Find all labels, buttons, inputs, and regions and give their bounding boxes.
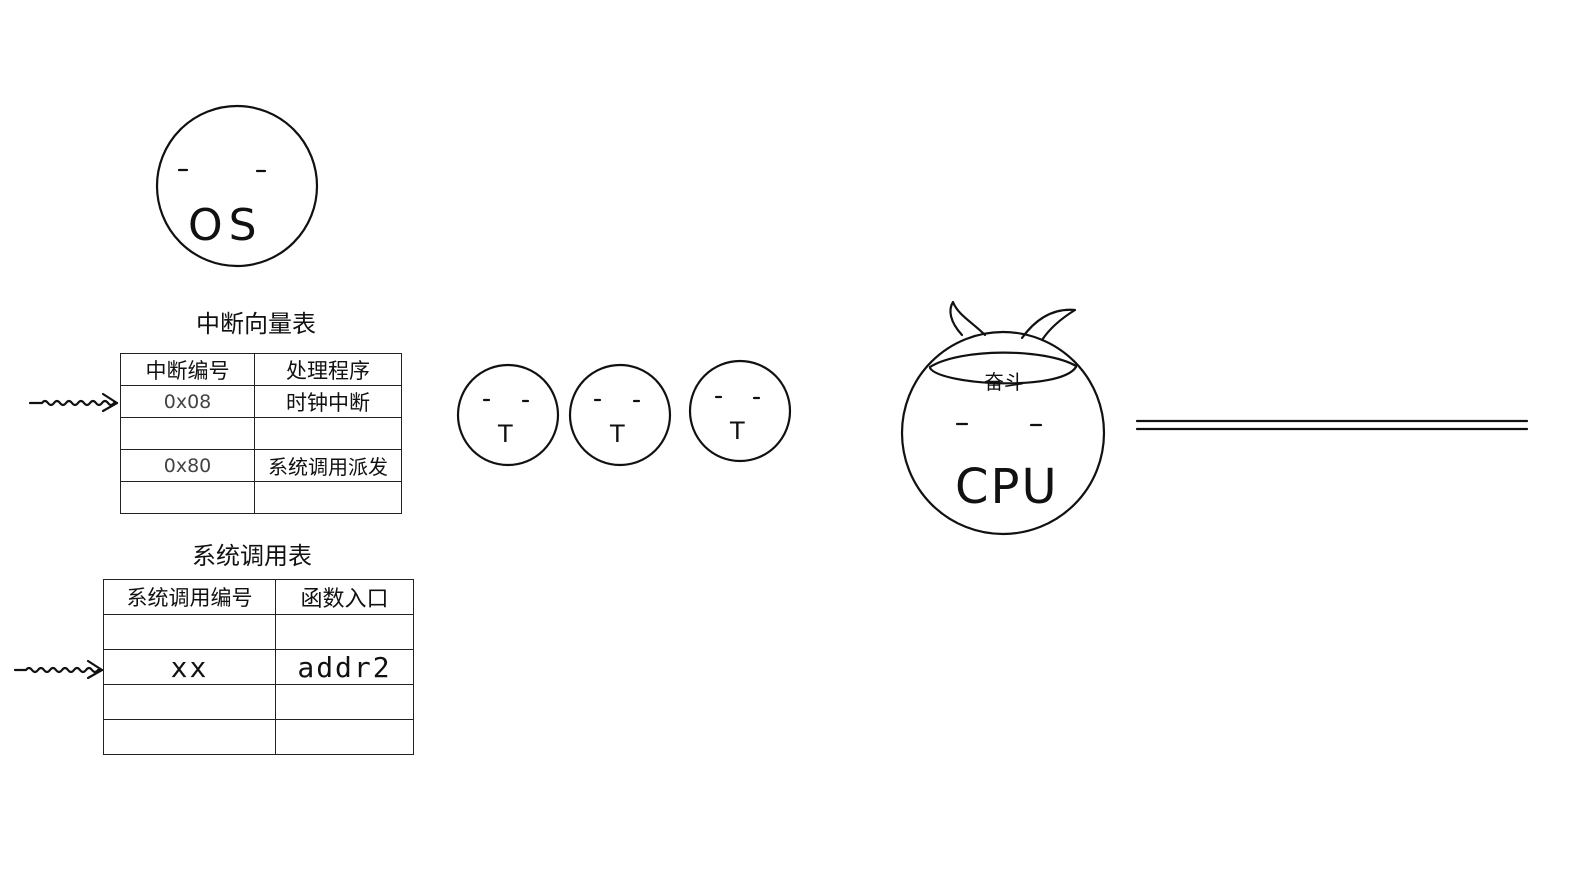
thread-label-1: T [498, 420, 513, 448]
table-header-row: 系统调用编号 函数入口 [103, 579, 414, 615]
table-header-row: 中断编号 处理程序 [120, 353, 402, 386]
function-entry-cell [275, 684, 414, 720]
headband-bottom [928, 365, 1078, 385]
thread-label-3: T [730, 417, 745, 445]
table-row [103, 684, 414, 720]
interrupt-number-cell [120, 417, 255, 450]
left-horn [949, 300, 987, 337]
syscall-number-cell: xx [103, 649, 276, 685]
handler-cell [254, 417, 402, 450]
syscall-number-cell [103, 614, 276, 650]
thread-label-2: T [610, 420, 625, 448]
cpu-face [900, 300, 1106, 536]
syscall-number-cell [103, 719, 276, 755]
table-row [120, 481, 402, 514]
interrupt-number-cell: 0x08 [120, 385, 255, 418]
interrupt-vector-table: 中断编号 处理程序 0x08 时钟中断 0x80 系统调用派发 [120, 353, 402, 514]
function-entry-cell [275, 614, 414, 650]
syscall-pointer-arrow [13, 659, 104, 680]
interrupt-vector-table-title: 中断向量表 [196, 310, 316, 338]
column-header: 系统调用编号 [103, 579, 276, 615]
os-face [155, 104, 319, 268]
handler-cell: 系统调用派发 [254, 449, 402, 482]
thread-face-3 [688, 359, 792, 463]
column-header: 中断编号 [120, 353, 255, 386]
table-row [103, 719, 414, 755]
column-header: 函数入口 [275, 579, 414, 615]
column-header: 处理程序 [254, 353, 402, 386]
table-row [103, 614, 414, 650]
function-entry-cell: addr2 [275, 649, 414, 685]
syscall-table-title: 系统调用表 [192, 542, 312, 570]
handler-cell: 时钟中断 [254, 385, 402, 418]
function-entry-cell [275, 719, 414, 755]
table-row: 0x08 时钟中断 [120, 385, 402, 418]
interrupt-pointer-arrow [28, 392, 119, 413]
handler-cell [254, 481, 402, 514]
cpu-label: CPU [955, 459, 1059, 515]
table-row [120, 417, 402, 450]
table-row: 0x80 系统调用派发 [120, 449, 402, 482]
headband-top [928, 351, 1078, 369]
thread-face-2 [568, 363, 672, 467]
thread-face-1 [456, 363, 560, 467]
syscall-table: 系统调用编号 函数入口 xx addr2 [103, 579, 414, 755]
syscall-number-cell [103, 684, 276, 720]
os-label: OS [188, 200, 263, 251]
cpu-headband-text: 奋斗 [984, 370, 1024, 394]
bus-double-line [1135, 419, 1529, 431]
interrupt-number-cell [120, 481, 255, 514]
interrupt-number-cell: 0x80 [120, 449, 255, 482]
right-horn [1020, 308, 1077, 342]
table-row: xx addr2 [103, 649, 414, 685]
